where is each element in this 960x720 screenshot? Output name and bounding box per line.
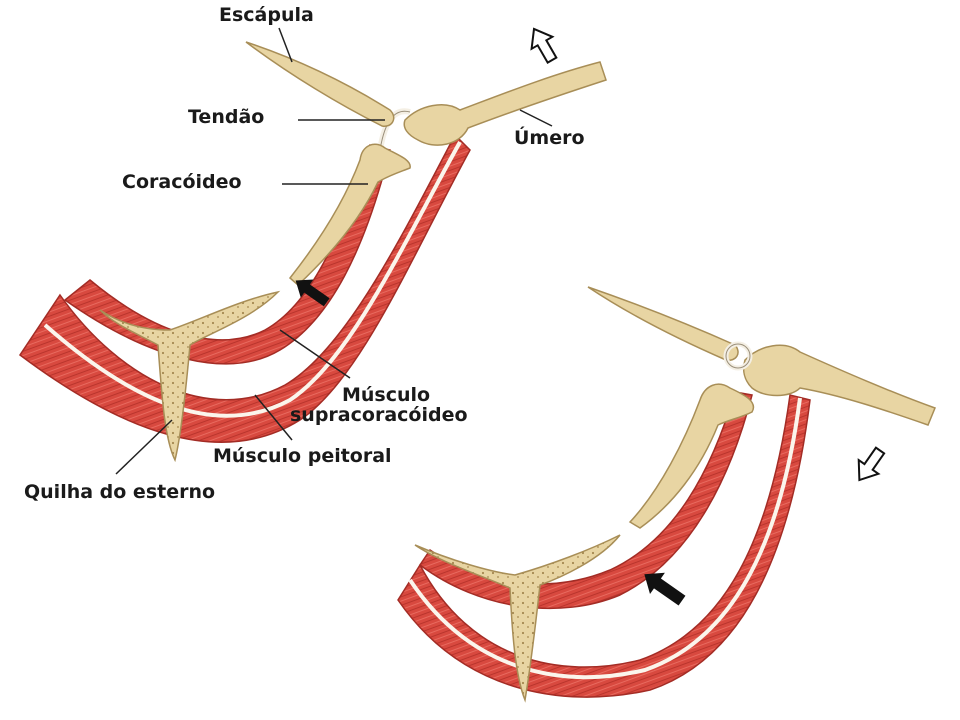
humerus-label: Úmero [514,127,585,149]
supracoracoid-leader-line [279,329,351,379]
top-muscle-pull-arrow-icon [295,279,330,307]
pectoral-leader-line [254,394,293,441]
top-sternum-keel [99,290,281,463]
top-figure [18,27,607,463]
leader-lines [115,27,553,475]
bottom-sternum-keel [414,534,621,703]
scapula-label: Escápula [219,4,314,26]
tendon-label: Tendão [188,106,265,128]
top-coracoid-bone [288,143,411,287]
keel-leader-line [115,419,173,475]
bottom-muscle-pull-arrow-icon [644,572,686,606]
humerus-leader-line [519,109,553,127]
top-scapula-bone [245,41,395,127]
top-wing-up-arrow-icon [530,27,558,64]
coracoid-label: Coracóideo [122,171,242,193]
supracoracoid-label-line2: supracoracóideo [290,404,468,426]
supracoracoid-label-line1: Músculo [342,384,431,406]
bottom-wing-down-arrow-icon [857,446,886,482]
top-humerus-bone [403,61,607,146]
bottom-scapula-bone [587,286,739,362]
pectoral-label: Músculo peitoral [213,445,392,467]
keel-label: Quilha do esterno [24,481,216,503]
bottom-pectoral-muscle [397,394,811,698]
scapula-leader-line [278,27,293,63]
bottom-humerus-bone [742,344,936,426]
bottom-coracoid-bone [628,383,755,529]
bottom-figure [397,286,936,703]
